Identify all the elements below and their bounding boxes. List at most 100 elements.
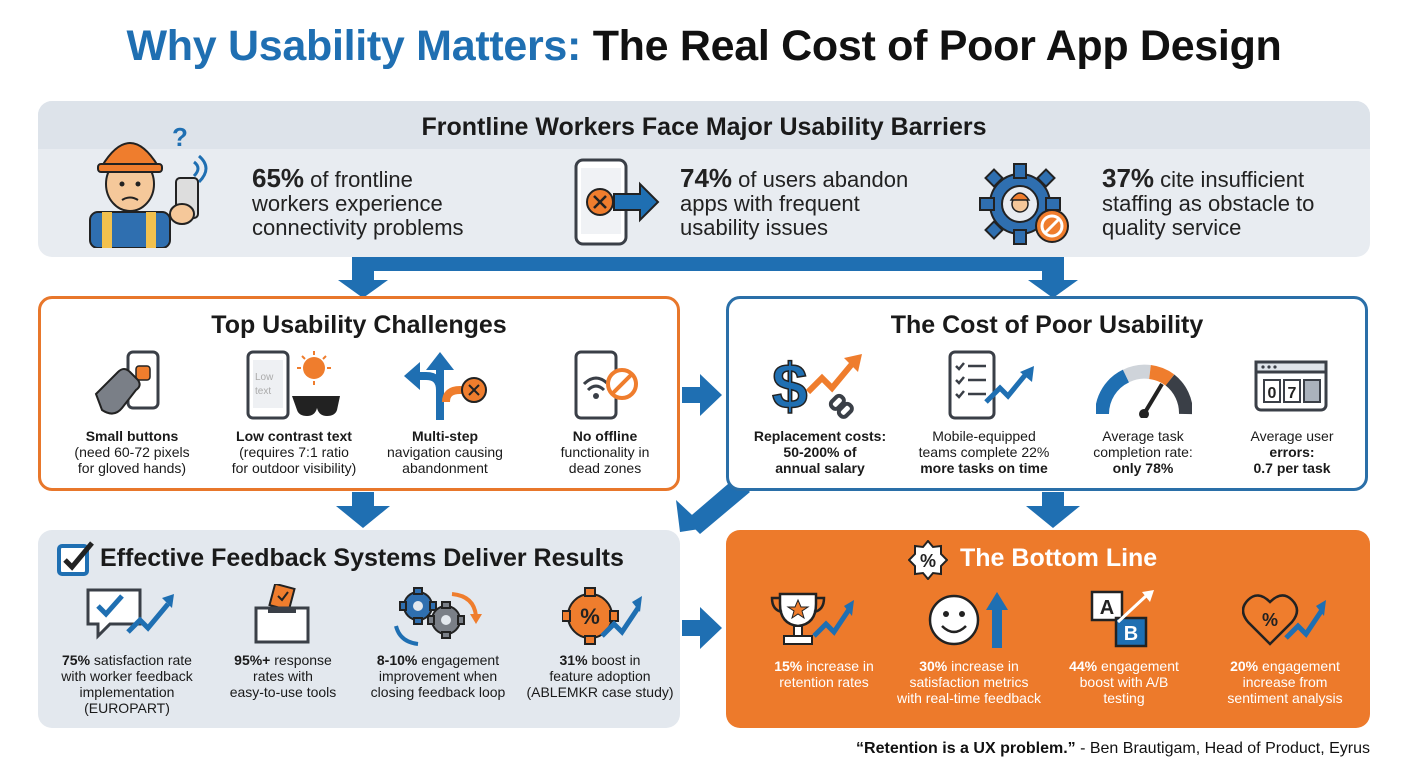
title-part1: Why Usability Matters:	[126, 22, 582, 70]
counter-icon: 0 7	[1254, 360, 1328, 412]
bottom-3-value: 44%	[1069, 658, 1098, 674]
cost-3-line2: only 78%	[1112, 460, 1174, 476]
feedback-2-caption: 95%+ response rates with easy-to-use too…	[210, 652, 356, 700]
cost-4-line1: Average user	[1250, 428, 1334, 444]
challenge-1-caption: Small buttons(need 60-72 pixels for glov…	[52, 428, 212, 476]
smiley-icon	[928, 592, 1008, 648]
gears-loop-icon	[394, 587, 482, 646]
bottom-1-value: 15%	[774, 658, 803, 674]
low-contrast-icon: Low text	[246, 350, 340, 420]
bottom-3-caption: 44% engagement boost with A/B testing	[1054, 658, 1194, 706]
no-wifi-icon	[574, 350, 638, 420]
challenge-4-text: functionality in dead zones	[560, 444, 650, 476]
feedback-3-text: engagement improvement when closing feed…	[370, 652, 506, 700]
feedback-2-text: response rates with easy-to-use tools	[229, 652, 337, 700]
barrier-stat-3: 37% cite insufficient staffing as obstac…	[1102, 163, 1362, 240]
challenges-heading: Top Usability Challenges	[211, 311, 507, 339]
svg-text:A: A	[1100, 597, 1114, 619]
svg-text:Low: Low	[255, 372, 274, 383]
bottom-3-text: engagement boost with A/B testing	[1079, 658, 1179, 706]
page-title: Why Usability Matters: The Real Cost of …	[0, 22, 1408, 71]
challenge-1-text: (need 60-72 pixels for gloved hands)	[74, 444, 190, 476]
title-part2: The Real Cost of Poor App Design	[592, 22, 1282, 70]
cost-1-caption: Replacement costs:50-200% of annual sala…	[744, 428, 896, 476]
counter-digit-1: 0	[1268, 385, 1277, 402]
svg-text:%: %	[920, 551, 936, 571]
ballot-box-icon	[254, 584, 310, 644]
percent-gear-icon: %	[562, 587, 642, 645]
svg-text:$: $	[772, 350, 808, 422]
svg-text:%: %	[580, 604, 600, 629]
cost-1-line1: Replacement costs:	[753, 428, 887, 444]
cost-2-caption: Mobile-equipped teams complete 22%more t…	[904, 428, 1064, 476]
percent-badge-icon: %	[908, 540, 948, 580]
bottom-1-text: increase in retention rates	[779, 658, 874, 690]
gauge-icon	[1096, 364, 1192, 418]
challenge-3-bold: Multi-step	[411, 428, 479, 444]
svg-text:text: text	[255, 386, 271, 397]
feedback-1-value: 75%	[62, 652, 91, 668]
bottom-2-value: 30%	[919, 658, 948, 674]
cost-3-caption: Average task completion rate:only 78%	[1068, 428, 1218, 476]
quote-text: “Retention is a UX problem.”	[856, 740, 1076, 757]
gear-worker-icon	[979, 163, 1069, 245]
cost-1-line2: 50-200% of annual salary	[775, 444, 865, 476]
barrier-stat-2-text: of users abandon apps with frequent usab…	[680, 167, 909, 240]
feedback-chart-icon	[86, 588, 174, 640]
feedback-3-value: 8-10%	[376, 652, 418, 668]
barrier-stat-3-text: cite insufficient staffing as obstacle t…	[1102, 167, 1315, 240]
svg-text:%: %	[1262, 610, 1278, 630]
feedback-2-value: 95%+	[234, 652, 271, 668]
cost-2-line1: Mobile-equipped teams complete 22%	[918, 428, 1050, 460]
quote: “Retention is a UX problem.” - Ben Braut…	[856, 740, 1370, 758]
bottom-4-text: engagement increase from sentiment analy…	[1227, 658, 1343, 706]
heart-percent-icon: %	[1242, 594, 1326, 646]
counter-digit-2: 7	[1288, 385, 1297, 402]
gloved-hand-icon	[94, 350, 160, 415]
feedback-3-caption: 8-10% engagement improvement when closin…	[356, 652, 520, 700]
cost-3-line1: Average task completion rate:	[1093, 428, 1193, 460]
barriers-heading: Frontline Workers Face Major Usability B…	[421, 113, 987, 141]
challenge-2-bold: Low contrast text	[236, 428, 352, 444]
barrier-stat-2-value: 74%	[680, 163, 733, 193]
barrier-stat-1-value: 65%	[252, 163, 305, 193]
feedback-1-text: satisfaction rate with worker feedback i…	[61, 652, 193, 716]
feedback-4-caption: 31% boost in feature adoption (ABLEMKR c…	[520, 652, 680, 700]
bottom-1-caption: 15% increase in retention rates	[744, 658, 904, 690]
challenge-2-caption: Low contrast text(requires 7:1 ratio for…	[206, 428, 382, 476]
cost-2-line2: more tasks on time	[920, 460, 1048, 476]
barrier-stat-1: 65% of frontline workers experience conn…	[252, 163, 532, 240]
dollar-chart-icon: $	[772, 350, 862, 422]
ab-test-icon: A B	[1090, 590, 1154, 648]
challenge-1-bold: Small buttons	[85, 428, 179, 444]
challenge-4-bold: No offline	[572, 428, 638, 444]
challenge-3-text: navigation causing abandonment	[387, 444, 503, 476]
bottom-2-caption: 30% increase in satisfaction metrics wit…	[884, 658, 1054, 706]
bottom-2-text: increase in satisfaction metrics with re…	[897, 658, 1041, 706]
costs-heading: The Cost of Poor Usability	[890, 311, 1204, 339]
feedback-4-text: boost in feature adoption (ABLEMKR case …	[526, 652, 674, 700]
feedback-1-caption: 75% satisfaction rate with worker feedba…	[48, 652, 206, 716]
challenge-2-text: (requires 7:1 ratio for outdoor visibili…	[231, 444, 357, 476]
feedback-heading: Effective Feedback Systems Deliver Resul…	[100, 544, 624, 572]
feedback-4-value: 31%	[559, 652, 588, 668]
barrier-stat-1-text: of frontline workers experience connecti…	[252, 167, 464, 240]
svg-text:B: B	[1124, 623, 1138, 645]
bottom-4-caption: 20% engagement increase from sentiment a…	[1210, 658, 1360, 706]
branching-arrows-icon	[404, 352, 487, 420]
phone-abandon-icon	[574, 158, 660, 246]
frontline-worker-icon: ?	[89, 122, 208, 248]
trophy-icon	[770, 592, 854, 645]
checkbox-check-icon	[57, 541, 94, 576]
svg-text:?: ?	[172, 122, 188, 152]
barrier-stat-3-value: 37%	[1102, 163, 1155, 193]
barriers-header-bar	[38, 101, 1370, 149]
cost-4-line2: errors: 0.7 per task	[1253, 444, 1331, 476]
checklist-chart-icon	[948, 350, 1034, 420]
quote-author: - Ben Brautigam, Head of Product, Eyrus	[1075, 740, 1370, 757]
barrier-stat-2: 74% of users abandon apps with frequent …	[680, 163, 960, 240]
